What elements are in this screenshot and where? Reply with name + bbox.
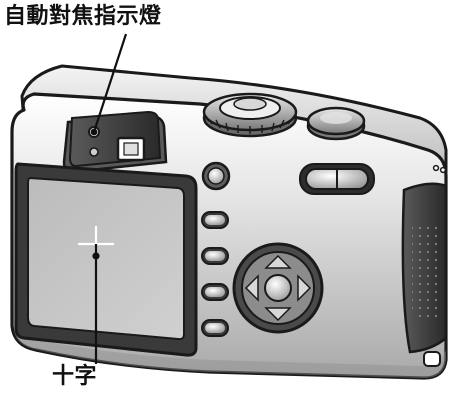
crosshair-dot <box>92 252 100 260</box>
round-button <box>201 161 231 191</box>
side-buttons <box>201 211 229 337</box>
directional-pad <box>232 242 324 334</box>
callout-lines <box>92 33 128 364</box>
af-indicator-label: 自動對焦指示燈 <box>4 4 162 29</box>
af-indicator-lamp-dot <box>90 128 98 136</box>
hand-grip <box>401 164 448 367</box>
viewfinder-housing <box>62 110 168 174</box>
shutter-button <box>306 106 366 141</box>
mode-dial <box>202 92 298 138</box>
lcd-monitor <box>14 162 198 357</box>
crosshair-label: 十字 <box>52 364 98 389</box>
zoom-lever <box>299 163 375 195</box>
